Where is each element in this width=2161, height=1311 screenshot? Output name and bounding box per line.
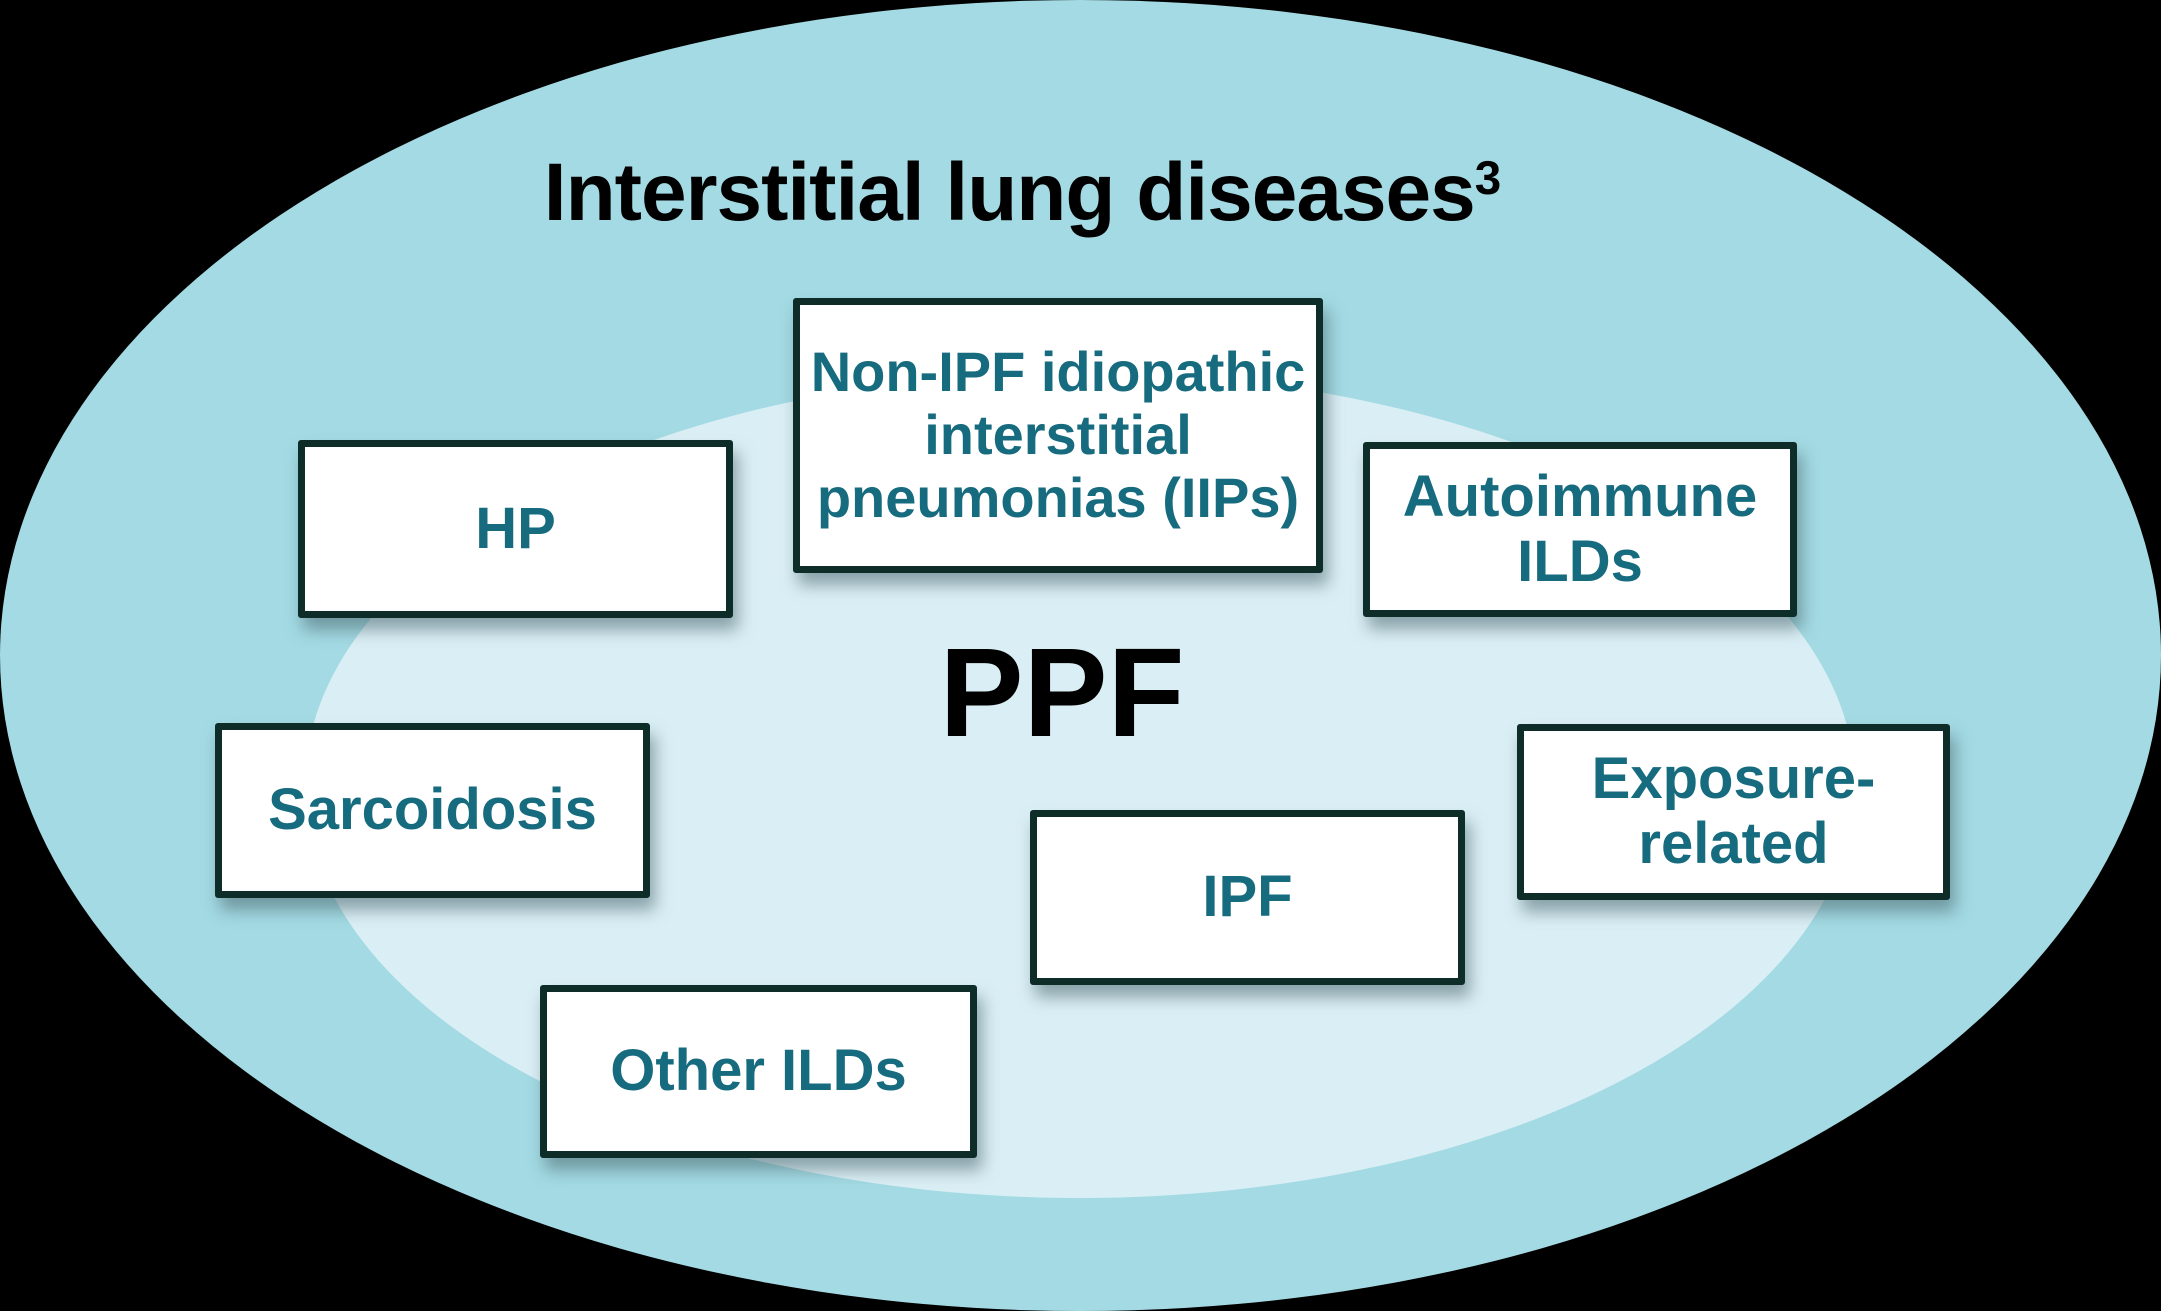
title-text: Interstitial lung diseases	[543, 147, 1476, 238]
ppf-label: PPF	[939, 622, 1185, 763]
box-label: HP	[475, 495, 556, 561]
box-non-ipf-iips: Non-IPF idiopathic interstitial pneumoni…	[793, 298, 1323, 573]
box-autoimmune-ilds: Autoimmune ILDs	[1363, 442, 1797, 617]
diagram-title: Interstitial lung diseases3	[522, 152, 1522, 234]
box-label: IPF	[1202, 864, 1293, 930]
box-sarcoidosis: Sarcoidosis	[215, 723, 650, 898]
box-label: Exposure- related	[1591, 746, 1876, 876]
box-hp: HP	[298, 440, 733, 618]
box-label: Non-IPF idiopathic interstitial pneumoni…	[810, 340, 1306, 529]
box-label: Autoimmune ILDs	[1402, 463, 1758, 594]
box-label: Sarcoidosis	[268, 777, 597, 843]
box-exposure-related: Exposure- related	[1517, 724, 1950, 900]
box-ipf: IPF	[1030, 810, 1465, 985]
box-other-ilds: Other ILDs	[540, 985, 977, 1158]
box-label: Other ILDs	[610, 1038, 907, 1104]
title-superscript: 3	[1474, 151, 1501, 205]
